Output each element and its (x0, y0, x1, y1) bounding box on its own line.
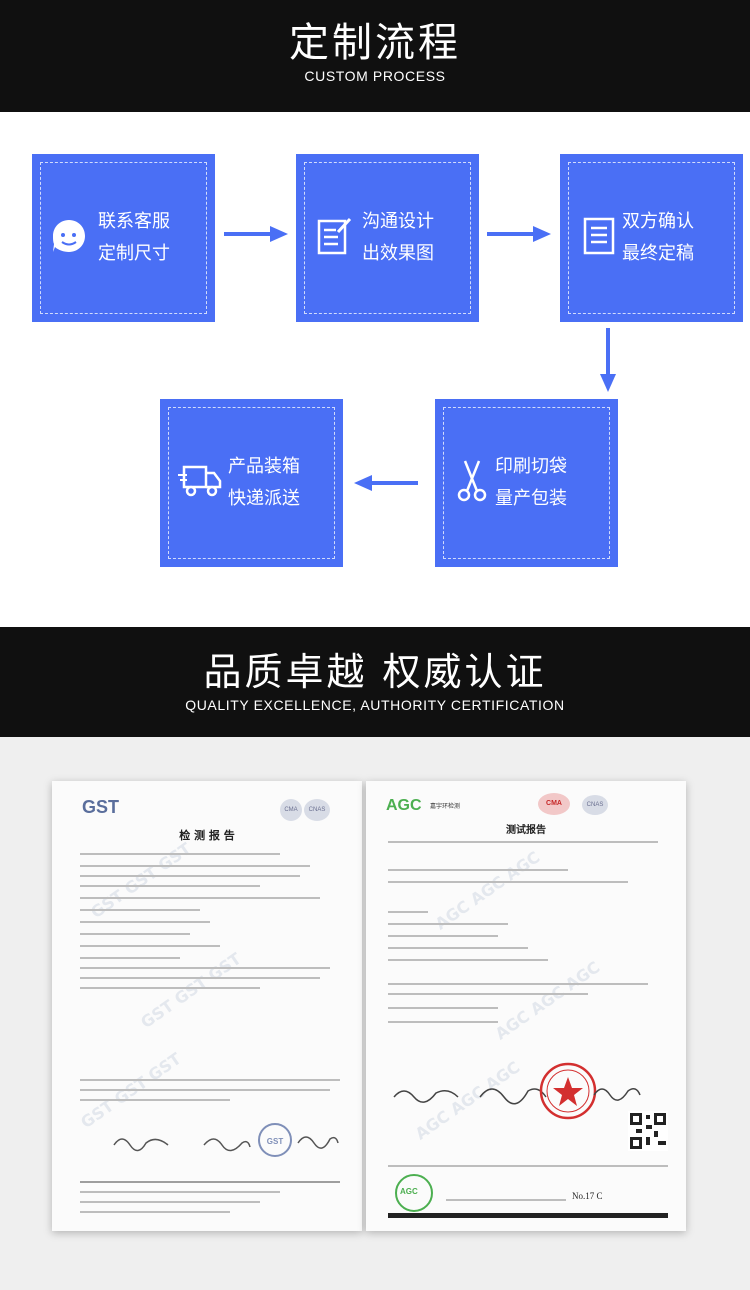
report-title: 测试报告 (506, 825, 546, 836)
report-number: No.17 C (572, 1191, 603, 1201)
scissors-icon (457, 459, 487, 507)
process-subtitle: CUSTOM PROCESS (304, 68, 446, 84)
qr-code-icon (628, 1111, 668, 1151)
signature-icon (297, 1136, 339, 1149)
arrow-right-icon (487, 226, 551, 242)
document-icon (582, 216, 616, 260)
report-title: 检 测 报 告 (179, 829, 235, 842)
signature-icon (479, 1088, 547, 1105)
step-label-line2: 快递派送 (228, 488, 300, 509)
signature-icon (113, 1138, 169, 1152)
quality-header-band: 品质卓越 权威认证 QUALITY EXCELLENCE, AUTHORITY … (0, 627, 750, 737)
certificate-area: GST GST GST GST GST GST GST GST GST GST … (0, 737, 750, 1290)
agc-org-name: 嘉宇环检测 (430, 803, 461, 810)
quality-title: 品质卓越 权威认证 (203, 650, 547, 694)
gst-logo: GST (82, 797, 120, 817)
agc-test-report: AGC AGC AGC AGC AGC AGC AGC AGC AGC AGC … (366, 781, 686, 1231)
cnas-badge: CNAS (582, 795, 608, 815)
step-label-line2: 量产包装 (495, 488, 567, 509)
quality-subtitle: QUALITY EXCELLENCE, AUTHORITY CERTIFICAT… (185, 697, 565, 713)
agc-footer-logo: AGC (400, 1187, 418, 1196)
step-label-line2: 定制尺寸 (98, 243, 170, 264)
step-label-line2: 最终定稿 (622, 243, 694, 264)
process-step-print: 印刷切袋 量产包装 (435, 399, 618, 567)
chat-bubble-icon (50, 217, 88, 259)
cma-badge: CMA (280, 799, 302, 821)
gst-seal: GST (258, 1123, 292, 1157)
signature-icon (393, 1090, 459, 1103)
step-label-line1: 联系客服 (98, 211, 170, 232)
arrow-left-icon (354, 475, 418, 491)
official-seal-icon (539, 1062, 597, 1120)
process-step-delivery: 产品装箱 快递派送 (160, 399, 343, 567)
cma-badge: CMA (538, 793, 570, 815)
agc-logo: AGC (386, 797, 422, 814)
cnas-badge: CNAS (304, 799, 330, 821)
gst-test-report: GST GST GST GST GST GST GST GST GST GST … (52, 781, 362, 1231)
step-label-line2: 出效果图 (362, 243, 434, 264)
design-doc-icon (316, 216, 352, 260)
delivery-truck-icon (178, 463, 222, 503)
step-label-line1: 产品装箱 (228, 456, 300, 477)
process-step-contact: 联系客服 定制尺寸 (32, 154, 215, 322)
signature-icon (203, 1138, 251, 1152)
arrow-right-icon (224, 226, 288, 242)
process-step-design: 沟通设计 出效果图 (296, 154, 479, 322)
agc-stamp-icon (395, 1174, 433, 1212)
process-step-confirm: 双方确认 最终定稿 (560, 154, 743, 322)
signature-icon (593, 1088, 641, 1101)
step-label-line1: 双方确认 (622, 211, 694, 232)
step-label-line1: 印刷切袋 (495, 456, 567, 477)
process-header-band: 定制流程 CUSTOM PROCESS (0, 0, 750, 112)
process-title: 定制流程 (289, 20, 461, 66)
arrow-down-icon (600, 328, 616, 392)
step-label-line1: 沟通设计 (362, 211, 434, 232)
